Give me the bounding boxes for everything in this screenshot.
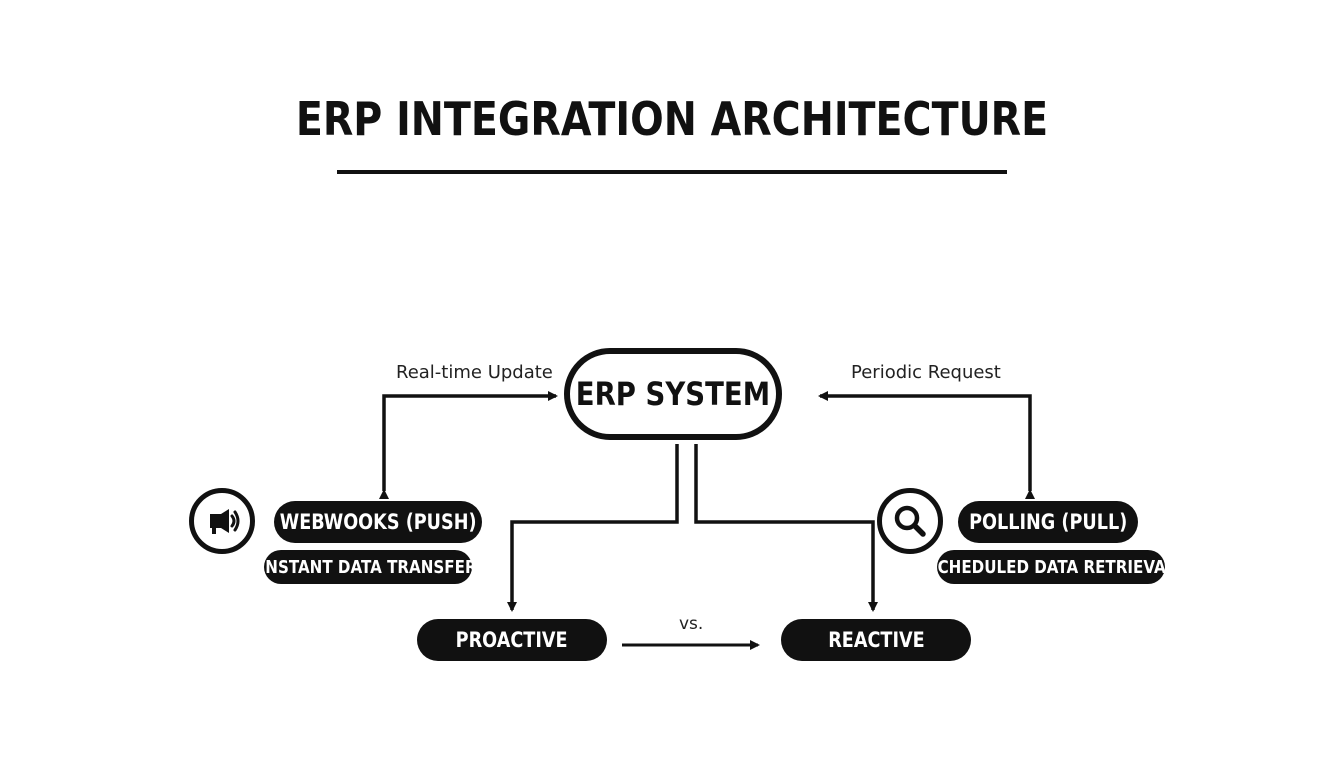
proactive-label: PROACTIVE xyxy=(456,628,568,652)
realtime-update-label: Real-time Update xyxy=(396,362,553,383)
megaphone-icon xyxy=(189,488,255,554)
erp-system-label: ERP SYSTEM xyxy=(575,375,771,413)
polling-pull-pill: POLLING (PULL) xyxy=(958,501,1138,543)
vs-label: vs. xyxy=(679,614,704,634)
polling-pull-label: POLLING (PULL) xyxy=(968,510,1128,534)
scheduled-data-retrieval-label: SCHEDULED DATA RETRIEVAL xyxy=(926,556,1176,578)
erp-system-node: ERP SYSTEM xyxy=(564,348,782,440)
erp-to-proactive-connector xyxy=(507,444,679,612)
webhooks-push-label: WEBWOOKS (PUSH) xyxy=(279,510,477,534)
instant-data-transfer-label: INSTANT DATA TRANSFER xyxy=(259,556,477,578)
magnifier-icon xyxy=(877,488,943,554)
periodic-request-connector xyxy=(818,391,1035,499)
scheduled-data-retrieval-pill: SCHEDULED DATA RETRIEVAL xyxy=(927,550,1175,584)
instant-data-transfer-pill: INSTANT DATA TRANSFER xyxy=(260,550,476,584)
diagram-title: ERP INTEGRATION ARCHITECTURE xyxy=(295,92,1049,146)
reactive-label: REACTIVE xyxy=(827,628,925,652)
erp-to-reactive-connector xyxy=(694,444,878,612)
webhooks-push-pill: WEBWOOKS (PUSH) xyxy=(274,501,482,543)
proactive-pill: PROACTIVE xyxy=(417,619,607,661)
realtime-update-connector xyxy=(379,391,558,499)
periodic-request-label: Periodic Request xyxy=(851,362,1001,383)
title-underline xyxy=(337,170,1007,174)
reactive-pill: REACTIVE xyxy=(781,619,971,661)
